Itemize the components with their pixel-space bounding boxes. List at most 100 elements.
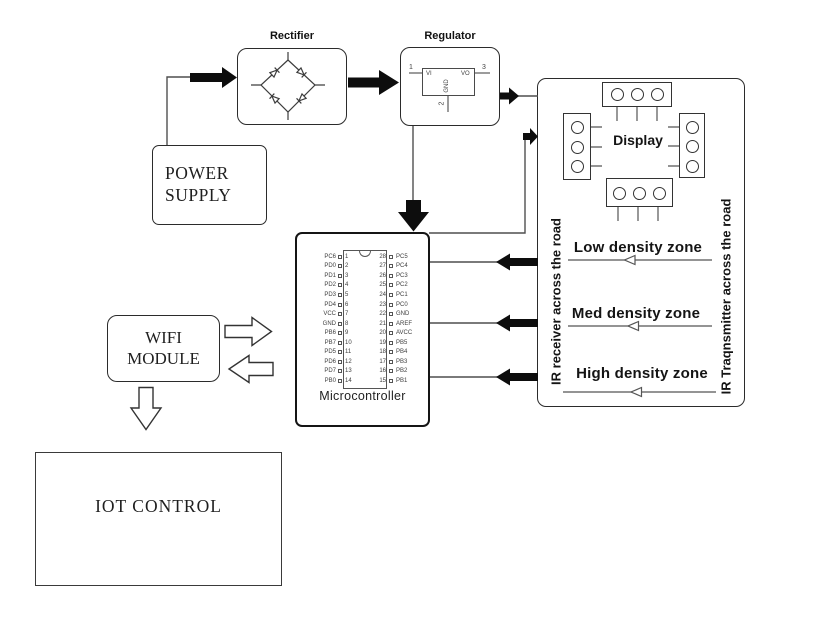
pin-name-left: PD2	[324, 282, 336, 289]
arrow-wifi-in-icon	[227, 354, 274, 384]
pin-name-left: PB7	[324, 339, 336, 346]
pin-name-left: PD0	[324, 263, 336, 270]
traffic-light-bottom	[606, 178, 673, 207]
regulator-pin3-number: 3	[482, 64, 486, 71]
zone-label-low: Low density zone	[573, 239, 703, 256]
arrow-ir2-to-micro-icon	[496, 314, 538, 332]
lamp-icon	[613, 187, 626, 200]
lamp-icon	[571, 121, 584, 134]
pin-pad-icon	[338, 321, 342, 326]
traffic-light-top	[602, 82, 672, 107]
pin-number-left: 1	[345, 253, 349, 260]
traffic-light-left	[563, 113, 591, 180]
pin-number-left: 5	[345, 291, 349, 298]
pin-pad-icon	[389, 273, 393, 278]
pin-name-right: PC0	[396, 301, 408, 308]
pin-name-left: PB6	[324, 330, 336, 337]
pin-pad-icon	[389, 254, 393, 259]
mc-pin-row: PD4 6 23 PC0	[316, 300, 418, 310]
iot-control-label: IOT CONTROL	[95, 495, 222, 516]
pin-name-right: PB2	[396, 368, 408, 375]
lamp-icon	[571, 141, 584, 154]
pin-number-right: 28	[379, 253, 386, 260]
pin-number-right: 15	[379, 377, 386, 384]
ir-receiver-side-label: IR receiver across the road	[548, 218, 564, 385]
lamp-icon	[686, 140, 699, 153]
pin-pad-icon	[338, 312, 342, 317]
pin-number-left: 6	[345, 301, 349, 308]
pin-name-left: PD7	[324, 368, 336, 375]
pin-name-right: PC1	[396, 291, 408, 298]
pin-name-left: PD1	[324, 272, 336, 279]
arrow-wifi-out-icon	[224, 316, 273, 347]
pin-number-right: 20	[379, 330, 386, 337]
pin-number-right: 16	[379, 368, 386, 375]
mc-pin-row: PC6 1 28 PC5	[316, 252, 418, 262]
pin-name-left: PC6	[324, 253, 336, 260]
pin-number-left: 4	[345, 282, 349, 289]
pin-pad-icon	[389, 264, 393, 269]
pin-pad-icon	[338, 331, 342, 336]
pin-pad-icon	[389, 340, 393, 345]
pin-number-right: 26	[379, 272, 386, 279]
pin-pad-icon	[389, 359, 393, 364]
microcontroller-chip-body	[343, 250, 387, 389]
pin-number-right: 27	[379, 263, 386, 270]
pin-pad-icon	[338, 378, 342, 383]
traffic-light-right	[679, 113, 705, 178]
regulator-pin1-number: 1	[409, 64, 413, 71]
wire-micro-to-panel	[429, 138, 526, 234]
pin-name-right: PC2	[396, 282, 408, 289]
regulator-pin-vi-label: VI	[426, 71, 432, 77]
pin-name-left: GND	[322, 320, 336, 327]
pin-pad-icon	[389, 369, 393, 374]
lamp-icon	[631, 88, 644, 101]
pin-name-right: PB5	[396, 339, 408, 346]
lamp-icon	[686, 121, 699, 134]
pin-pad-icon	[389, 331, 393, 336]
regulator-title: Regulator	[424, 30, 476, 42]
arrow-ir3-to-micro-icon	[496, 368, 538, 386]
power-supply-label-line1: POWER	[165, 163, 229, 184]
pin-name-right: PC5	[396, 253, 408, 260]
pin-name-right: AREF	[396, 320, 413, 327]
pin-name-left: VCC	[323, 311, 336, 318]
pin-name-right: PC4	[396, 263, 408, 270]
regulator-ic-body	[422, 68, 475, 96]
pin-number-left: 14	[345, 377, 352, 384]
pin-number-left: 12	[345, 358, 352, 365]
lamp-icon	[653, 187, 666, 200]
pin-number-left: 11	[345, 349, 352, 356]
pin-number-right: 23	[379, 301, 386, 308]
pin-number-left: 13	[345, 368, 352, 375]
pin-number-right: 24	[379, 291, 386, 298]
iot-control-box: IOT CONTROL	[35, 452, 282, 586]
display-label: Display	[613, 132, 663, 148]
pin-number-right: 19	[379, 339, 386, 346]
pin-pad-icon	[338, 302, 342, 307]
lamp-icon	[651, 88, 664, 101]
pin-name-left: PD3	[324, 291, 336, 298]
pin-name-right: PB4	[396, 349, 408, 356]
pin-name-right: PC3	[396, 272, 408, 279]
pin-name-left: PD4	[324, 301, 336, 308]
arrow-ir1-to-micro-icon	[496, 253, 538, 271]
pin-pad-icon	[338, 369, 342, 374]
arrow-ps-to-rectifier-icon	[190, 67, 237, 88]
pin-pad-icon	[338, 273, 342, 278]
pin-pad-icon	[389, 378, 393, 383]
pin-number-left: 9	[345, 330, 349, 337]
pin-pad-icon	[389, 321, 393, 326]
power-supply-label-line2: SUPPLY	[165, 185, 232, 205]
pin-number-left: 3	[345, 272, 349, 279]
pin-name-right: PB1	[396, 377, 408, 384]
pin-name-right: GND	[396, 311, 410, 318]
arrow-rectifier-to-regulator-icon	[348, 70, 399, 95]
lamp-icon	[571, 160, 584, 173]
lamp-icon	[633, 187, 646, 200]
pin-name-right: AVCC	[396, 330, 413, 337]
pin-number-left: 8	[345, 320, 349, 327]
